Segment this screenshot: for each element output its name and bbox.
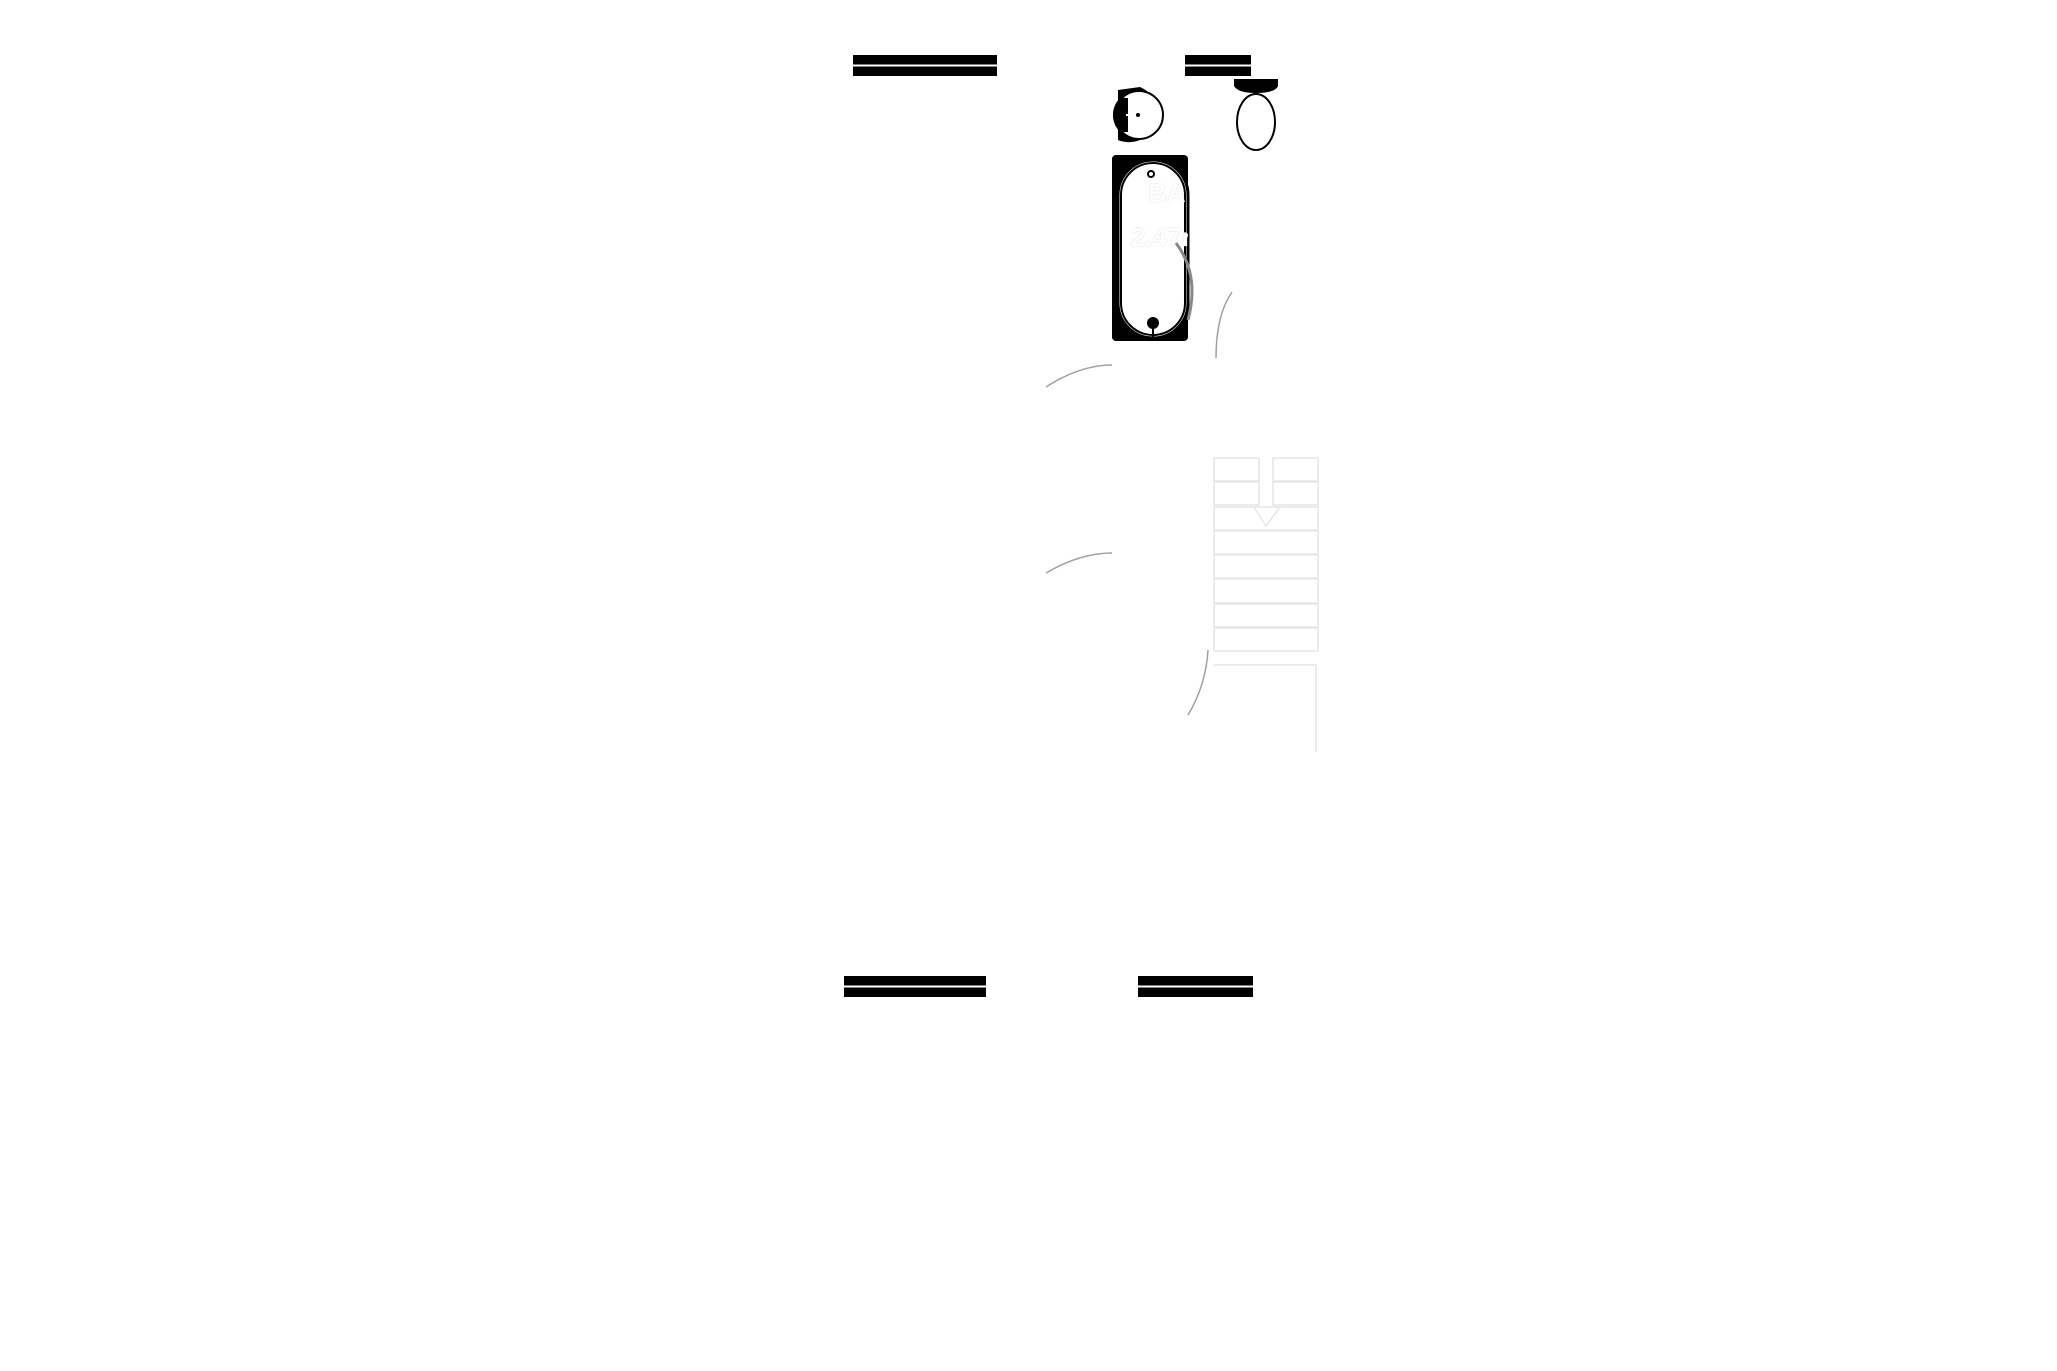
wall-bottom-right <box>1138 976 1253 997</box>
room-label: BA <box>1148 178 1186 208</box>
wall-top-left <box>853 55 997 76</box>
door-swing-arc <box>1045 364 1113 388</box>
bathtub-icon <box>1112 155 1194 341</box>
toilet-icon <box>1234 79 1278 151</box>
door-swing-arc <box>1045 552 1113 574</box>
wall-top-right <box>1185 55 1251 76</box>
door-swing-arc <box>1187 649 1209 716</box>
sink-icon <box>1112 87 1164 143</box>
staircase <box>1213 457 1319 752</box>
room-dimension: 2.47m <box>1131 222 1188 252</box>
wall-bottom-left <box>844 976 986 997</box>
door-swing-arc <box>1215 291 1233 359</box>
